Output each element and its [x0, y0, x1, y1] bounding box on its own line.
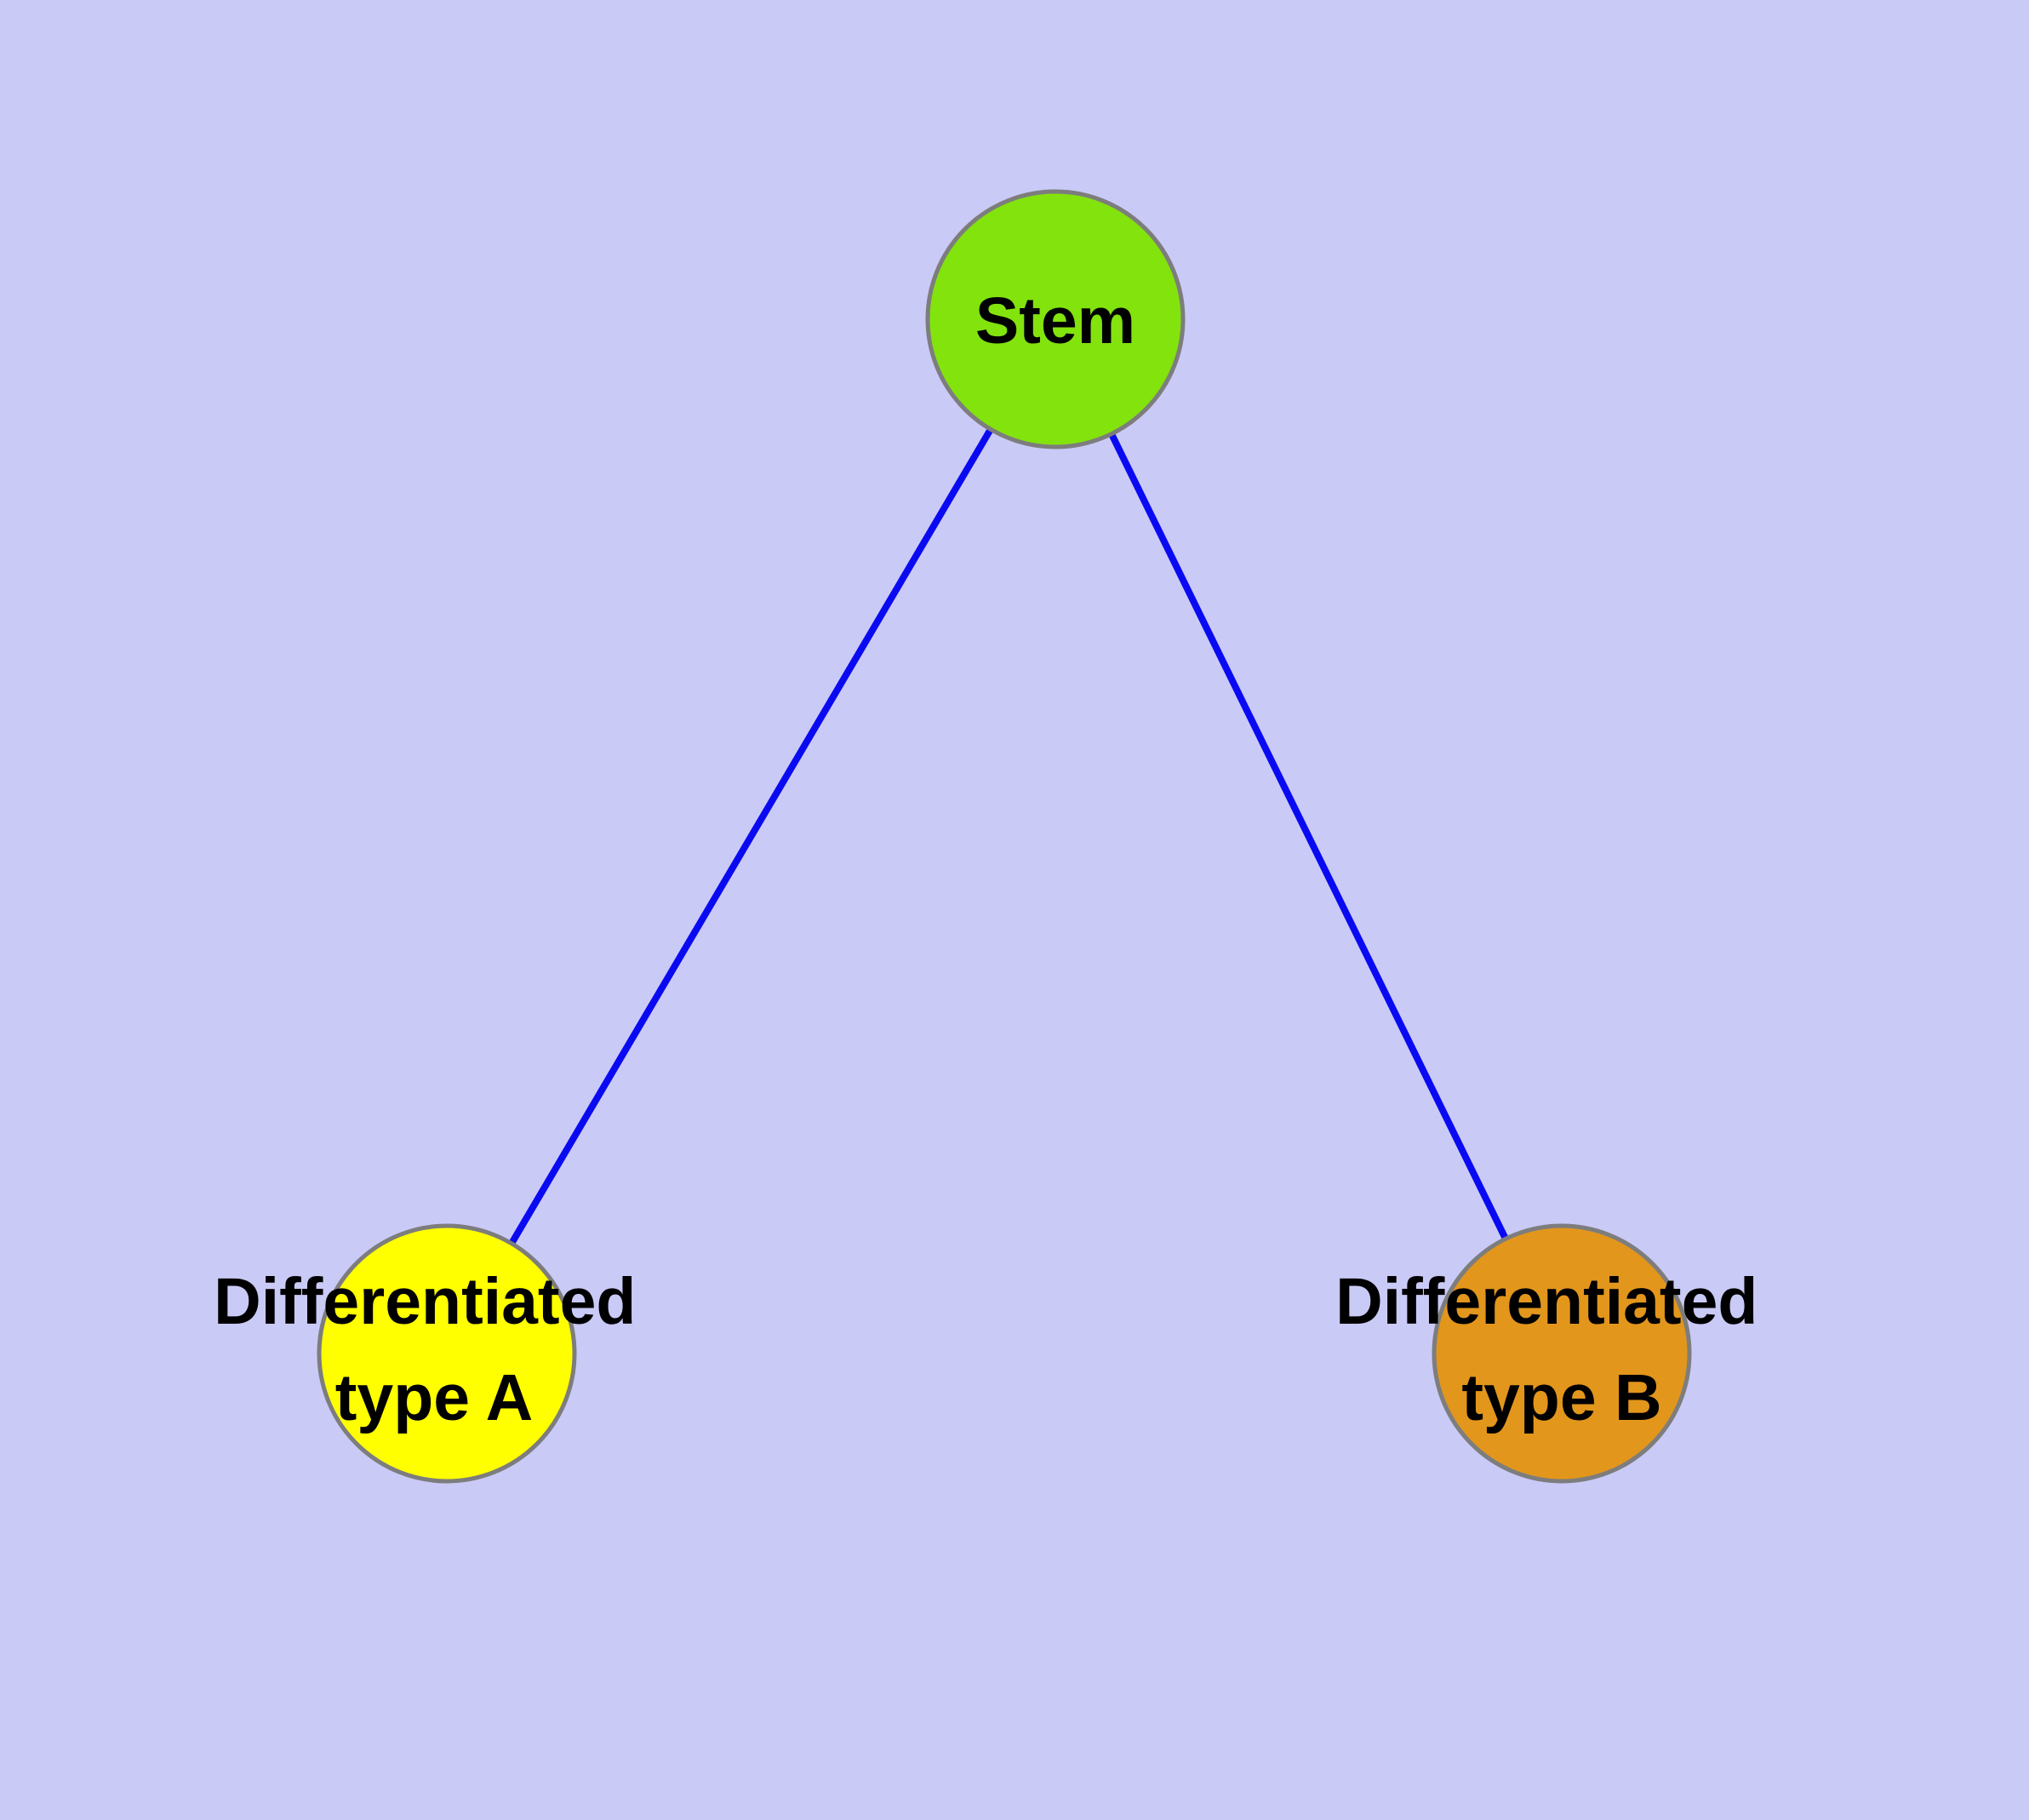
- node-stem: [925, 189, 1186, 449]
- node-stem-label: Stem: [975, 284, 1135, 358]
- node-type-b-label: Differentiated type B: [1335, 1265, 1776, 1434]
- node-type-a-label: Differentiated type A: [214, 1265, 654, 1434]
- edge-stem-to-type-b: [1052, 318, 1565, 1355]
- node-type-a-label-line1: Differentiated: [214, 1265, 636, 1338]
- node-differentiated-type-a: [317, 1223, 577, 1484]
- edge-stem-to-type-a: [443, 317, 1059, 1356]
- node-type-b-label-line1: Differentiated: [1335, 1265, 1758, 1338]
- node-differentiated-type-b: [1432, 1223, 1692, 1484]
- node-type-a-label-line2: type A: [335, 1361, 533, 1434]
- node-type-b-label-line2: type B: [1461, 1361, 1661, 1434]
